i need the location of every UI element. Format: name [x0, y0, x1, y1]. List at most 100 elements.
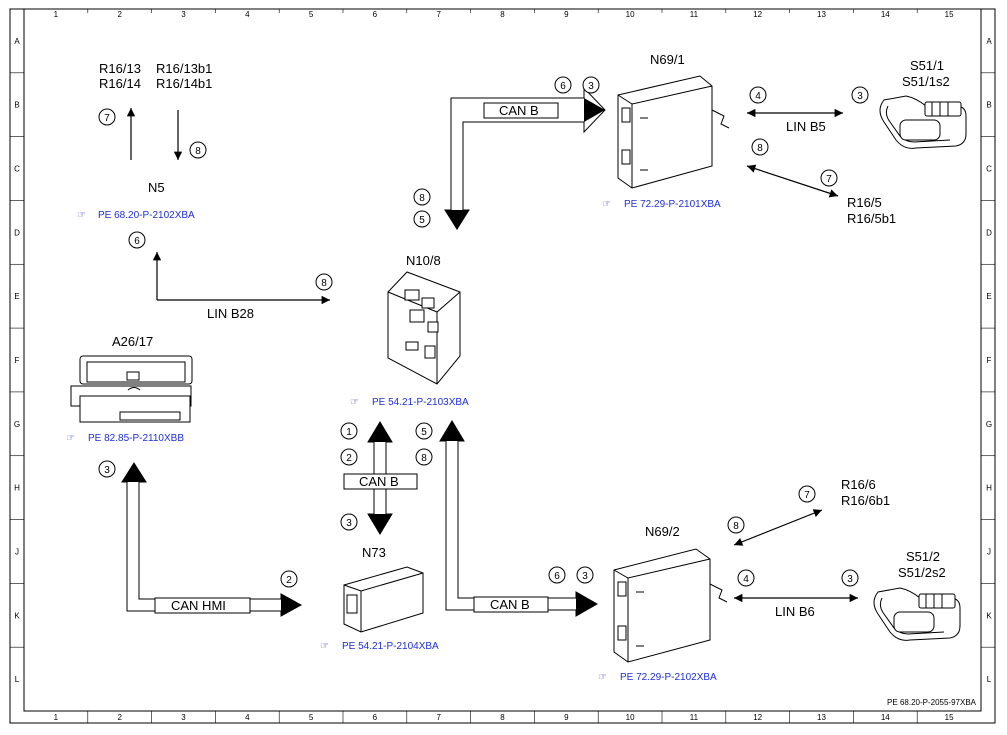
r16-5-label: R16/5 [847, 195, 882, 210]
s51-1s2-label: S51/1s2 [902, 74, 950, 89]
grid-row-E-left: E [14, 292, 19, 301]
grid-column-labels: 1122334455667788991010111112121313141415… [54, 9, 954, 723]
can-b-mid-bus [343, 421, 418, 535]
svg-text:6: 6 [134, 236, 140, 247]
svg-text:3: 3 [346, 518, 352, 529]
grid-row-F-right: F [987, 356, 992, 365]
grid-col-14-bottom: 14 [881, 713, 890, 722]
grid-row-J-right: J [987, 547, 991, 556]
marker-8-canb: 8 [413, 188, 431, 206]
svg-text:8: 8 [195, 146, 201, 157]
grid-col-3-top: 3 [181, 10, 186, 19]
n5-label: N5 [148, 180, 165, 195]
n73-ref[interactable]: PE 54.21-P-2104XBA [342, 641, 439, 652]
s51-2-label: S51/2 [906, 549, 940, 564]
n5-ref-hand-icon: ☞ [77, 210, 86, 221]
marker-3-a26: 3 [98, 460, 116, 478]
n69-2-ref[interactable]: PE 72.29-P-2102XBA [620, 672, 717, 683]
grid-row-D-left: D [14, 228, 20, 237]
grid-row-G-left: G [14, 420, 20, 429]
svg-text:5: 5 [421, 427, 427, 438]
svg-text:4: 4 [743, 574, 749, 585]
svg-text:2: 2 [286, 575, 292, 586]
n10-module-icon [387, 271, 461, 385]
svg-text:3: 3 [588, 81, 594, 92]
svg-text:3: 3 [104, 465, 110, 476]
r16-5-line [746, 164, 839, 198]
grid-col-6-top: 6 [373, 10, 378, 19]
r16-6-line [733, 509, 823, 546]
r16-6b1-label: R16/6b1 [841, 493, 890, 508]
grid-row-H-right: H [986, 484, 992, 493]
grid-row-J-left: J [15, 547, 19, 556]
marker-4-linb5: 4 [749, 86, 767, 104]
marker-6: 6 [128, 231, 146, 249]
a26-ref[interactable]: PE 82.85-P-2110XBB [88, 433, 184, 444]
n69-1-label: N69/1 [650, 52, 685, 67]
grid-row-A-right: A [986, 37, 992, 46]
grid-col-9-top: 9 [564, 10, 569, 19]
svg-text:3: 3 [847, 574, 853, 585]
grid-row-C-right: C [986, 165, 992, 174]
grid-row-F-left: F [15, 356, 20, 365]
marker-3-s51: 3 [851, 86, 869, 104]
svg-text:7: 7 [104, 113, 110, 124]
grid-col-11-bottom: 11 [690, 713, 699, 722]
n10-ref[interactable]: PE 54.21-P-2103XBA [372, 397, 469, 408]
svg-text:8: 8 [733, 521, 739, 532]
marker-8: 8 [189, 141, 207, 159]
grid-col-1-top: 1 [54, 10, 59, 19]
marker-8-r166: 8 [727, 516, 745, 534]
marker-7-r166: 7 [798, 485, 816, 503]
svg-text:7: 7 [826, 174, 832, 185]
grid-col-2-bottom: 2 [117, 713, 122, 722]
grid-col-11-top: 11 [690, 10, 699, 19]
grid-col-5-bottom: 5 [309, 713, 314, 722]
can-b-mid-label: CAN B [359, 474, 399, 489]
grid-row-H-left: H [14, 484, 20, 493]
n69-1-ref[interactable]: PE 72.29-P-2101XBA [624, 199, 721, 210]
r16-6-label: R16/6 [841, 477, 876, 492]
grid-col-8-bottom: 8 [500, 713, 505, 722]
grid-col-8-top: 8 [500, 10, 505, 19]
grid-col-10-top: 10 [626, 10, 635, 19]
svg-text:5: 5 [419, 215, 425, 226]
r16-5b1-label: R16/5b1 [847, 211, 896, 226]
svg-text:2: 2 [346, 453, 352, 464]
grid-row-E-right: E [986, 292, 991, 301]
svg-text:8: 8 [757, 143, 763, 154]
marker-8-lin28: 8 [315, 273, 333, 291]
marker-3-s512: 3 [841, 569, 859, 587]
n10-label: N10/8 [406, 253, 441, 268]
n73-label: N73 [362, 545, 386, 560]
n73-module-icon [343, 566, 424, 633]
grid-col-9-bottom: 9 [564, 713, 569, 722]
can-b-top-bus [444, 86, 606, 230]
svg-text:8: 8 [421, 453, 427, 464]
svg-text:4: 4 [755, 91, 761, 102]
grid-row-L-right: L [987, 675, 992, 684]
r16-13-label: R16/13 [99, 61, 141, 76]
grid-col-5-top: 5 [309, 10, 314, 19]
marker-3-top: 3 [582, 76, 600, 94]
can-b-top-label: CAN B [499, 103, 539, 118]
marker-5-mid: 5 [415, 422, 433, 440]
grid-row-K-right: K [986, 611, 992, 620]
marker-3-bottom: 3 [576, 566, 594, 584]
marker-2-mid: 2 [340, 448, 358, 466]
a26-label: A26/17 [112, 334, 153, 349]
can-hmi-bus [121, 462, 303, 617]
r16-14-label: R16/14 [99, 76, 141, 91]
grid-col-14-top: 14 [881, 10, 890, 19]
s51-2s2-label: S51/2s2 [898, 565, 946, 580]
grid-col-4-bottom: 4 [245, 713, 250, 722]
n5-ref[interactable]: PE 68.20-P-2102XBA [98, 210, 195, 221]
lin-b6-label: LIN B6 [775, 604, 815, 619]
n69-1-ref-hand-icon: ☞ [602, 199, 611, 210]
svg-text:8: 8 [321, 278, 327, 289]
a26-ref-hand-icon: ☞ [66, 433, 75, 444]
marker-8-n69: 8 [751, 138, 769, 156]
svg-text:1: 1 [346, 427, 352, 438]
lin-b28-label: LIN B28 [207, 306, 254, 321]
